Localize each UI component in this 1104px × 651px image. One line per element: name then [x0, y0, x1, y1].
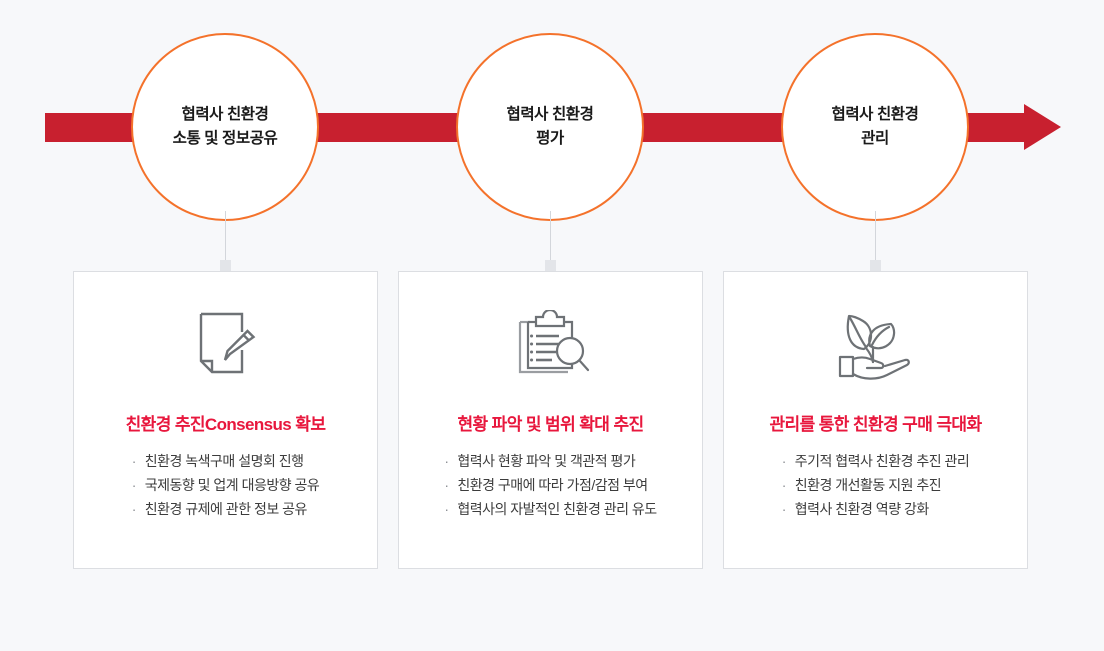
- connector-node: [220, 260, 231, 271]
- list-item-label: 주기적 협력사 친환경 추진 관리: [794, 453, 970, 469]
- connector-stem: [550, 211, 551, 261]
- connector-stem: [225, 211, 226, 261]
- flow-step-circle-3: 협력사 친환경 관리: [781, 33, 969, 221]
- list-item-label: 친환경 개선활동 지원 추진: [794, 477, 942, 494]
- list-item: · 친환경 구매에 따라 가점/감점 부여: [444, 473, 656, 497]
- arrow-head-icon: [1024, 104, 1061, 150]
- flow-step-label-2: 협력사 친환경 평가: [506, 105, 594, 147]
- document-pencil-icon: [189, 310, 263, 382]
- list-item-label: 국제동향 및 업계 대응방향 공유: [144, 477, 320, 494]
- bullet-marker: ·: [444, 477, 449, 494]
- connector-node: [545, 260, 556, 271]
- list-item: · 친환경 규제에 관한 정보 공유: [132, 497, 320, 521]
- bullet-marker: ·: [781, 453, 787, 469]
- card-title-2: 현황 파악 및 범위 확대 추진: [457, 415, 644, 434]
- list-item: · 주기적 협력사 친환경 추진 관리: [782, 449, 970, 473]
- bullet-marker: ·: [131, 477, 137, 494]
- list-item-label: 친환경 구매에 따라 가점/감점 부여: [457, 477, 648, 494]
- card-bullet-list-2: · 협력사 현황 파악 및 객관적 평가 · 친환경 구매에 따라 가점/감점 부여…: [444, 449, 657, 521]
- bullet-marker: ·: [781, 501, 787, 518]
- bullet-marker: ·: [444, 501, 449, 518]
- bullet-marker: ·: [131, 453, 137, 469]
- list-item-label: 협력사 친환경 역량 강화: [794, 501, 929, 518]
- list-item: · 협력사의 자발적인 친환경 관리 유도: [444, 497, 657, 521]
- card-title-3: 관리를 통한 친환경 구매 극대화: [769, 415, 982, 434]
- detail-card-1: 친환경 추진Consensus 확보 · 친환경 녹색구매 설명회 진행 · 국제동…: [73, 271, 378, 569]
- connector-1: [220, 211, 231, 272]
- card-bullet-list-3: · 주기적 협력사 친환경 추진 관리 · 친환경 개선활동 지원 추진 · 협력사 …: [782, 449, 970, 521]
- connector-node: [870, 260, 881, 271]
- bullet-marker: ·: [131, 501, 137, 518]
- flow-step-label-1: 협력사 친환경 소통 및 정보공유: [172, 105, 278, 147]
- connector-2: [545, 211, 556, 272]
- card-title-1: 친환경 추진Consensus 확보: [125, 415, 326, 434]
- clipboard-magnifier-icon: [512, 310, 590, 382]
- list-item: · 협력사 현황 파악 및 객관적 평가: [444, 449, 656, 473]
- connector-stem: [875, 211, 876, 261]
- bullet-marker: ·: [444, 453, 449, 469]
- list-item-label: 친환경 규제에 관한 정보 공유: [144, 501, 308, 518]
- list-item: · 친환경 개선활동 지원 추진: [782, 473, 970, 497]
- list-item: · 국제동향 및 업계 대응방향 공유: [132, 473, 320, 497]
- bullet-marker: ·: [781, 477, 787, 494]
- flow-step-circle-2: 협력사 친환경 평가: [456, 33, 644, 221]
- detail-card-2: 현황 파악 및 범위 확대 추진 · 협력사 현황 파악 및 객관적 평가 · 친환…: [398, 271, 703, 569]
- flow-step-label-3: 협력사 친환경 관리: [831, 105, 919, 147]
- flow-step-circle-1: 협력사 친환경 소통 및 정보공유: [131, 33, 319, 221]
- list-item-label: 친환경 녹색구매 설명회 진행: [144, 453, 304, 469]
- list-item: · 협력사 친환경 역량 강화: [782, 497, 970, 521]
- list-item: · 친환경 녹색구매 설명회 진행: [132, 449, 320, 473]
- connector-3: [870, 211, 881, 272]
- card-bullet-list-1: · 친환경 녹색구매 설명회 진행 · 국제동향 및 업계 대응방향 공유 · 친환경…: [132, 449, 320, 521]
- list-item-label: 협력사의 자발적인 친환경 관리 유도: [457, 501, 657, 518]
- hand-leaves-icon: [833, 310, 919, 382]
- list-item-label: 협력사 현황 파악 및 객관적 평가: [457, 453, 636, 469]
- detail-card-3: 관리를 통한 친환경 구매 극대화 · 주기적 협력사 친환경 추진 관리 · 친환…: [723, 271, 1028, 569]
